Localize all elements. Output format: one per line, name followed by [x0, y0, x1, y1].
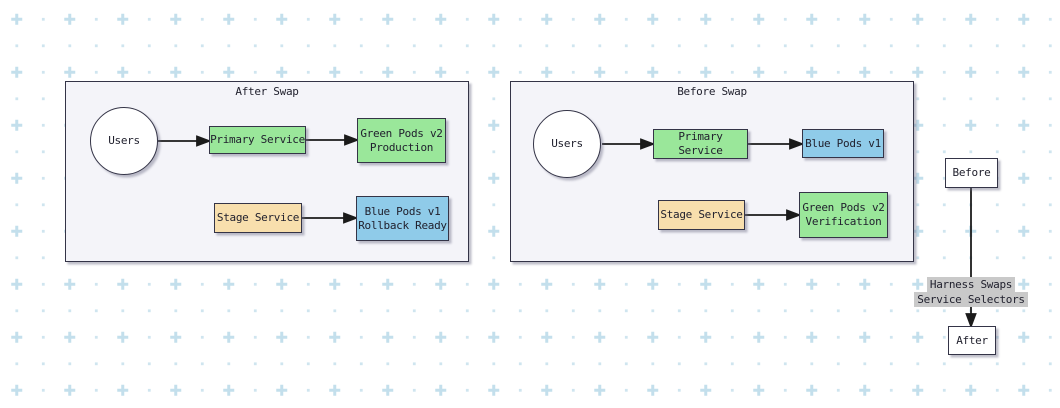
stage-service-label-after: Stage Service: [216, 211, 300, 224]
users-label-before: Users: [551, 137, 583, 150]
users-label-after: Users: [108, 134, 140, 147]
primary-service-label-after: Primary Service: [210, 133, 305, 146]
green-pods-verification-node: Green Pods v2 Verification: [799, 192, 888, 238]
green-pods-verification-line1: Green Pods v2: [802, 201, 885, 214]
blue-pods-rollback-node: Blue Pods v1 Rollback Ready: [356, 196, 449, 241]
after-state-label: After: [956, 333, 988, 347]
primary-service-node-before: Primary Service: [653, 129, 748, 159]
swap-edge-label-line2: Service Selectors: [914, 292, 1028, 307]
swap-edge-label-line1: Harness Swaps: [926, 277, 1016, 292]
green-pods-production-line2: Production: [369, 140, 434, 154]
users-node-after: Users: [90, 107, 158, 175]
stage-service-node-after: Stage Service: [214, 203, 302, 233]
green-pods-production-line1: Green Pods v2: [360, 126, 443, 140]
swap-edge-label: Harness Swaps Service Selectors: [911, 277, 1031, 307]
blue-pods-v1-label: Blue Pods v1: [805, 136, 881, 150]
before-state-label: Before: [952, 166, 991, 179]
stage-service-label-before: Stage Service: [660, 208, 743, 221]
green-pods-production-node: Green Pods v2 Production: [357, 118, 446, 163]
blue-pods-rollback-line2: Rollback Ready: [358, 218, 447, 232]
after-state-node: After: [948, 326, 996, 355]
blue-pods-v1-node: Blue Pods v1: [802, 129, 884, 158]
before-state-node: Before: [945, 158, 998, 188]
before-swap-title: Before Swap: [677, 85, 747, 98]
after-swap-title: After Swap: [235, 85, 299, 98]
primary-service-label-before: Primary Service: [678, 130, 723, 157]
green-pods-verification-line2: Verification: [805, 215, 882, 228]
stage-service-node-before: Stage Service: [658, 200, 745, 230]
users-node-before: Users: [533, 110, 601, 178]
primary-service-node-after: Primary Service: [209, 126, 306, 154]
blue-pods-rollback-line1: Blue Pods v1: [364, 204, 441, 218]
